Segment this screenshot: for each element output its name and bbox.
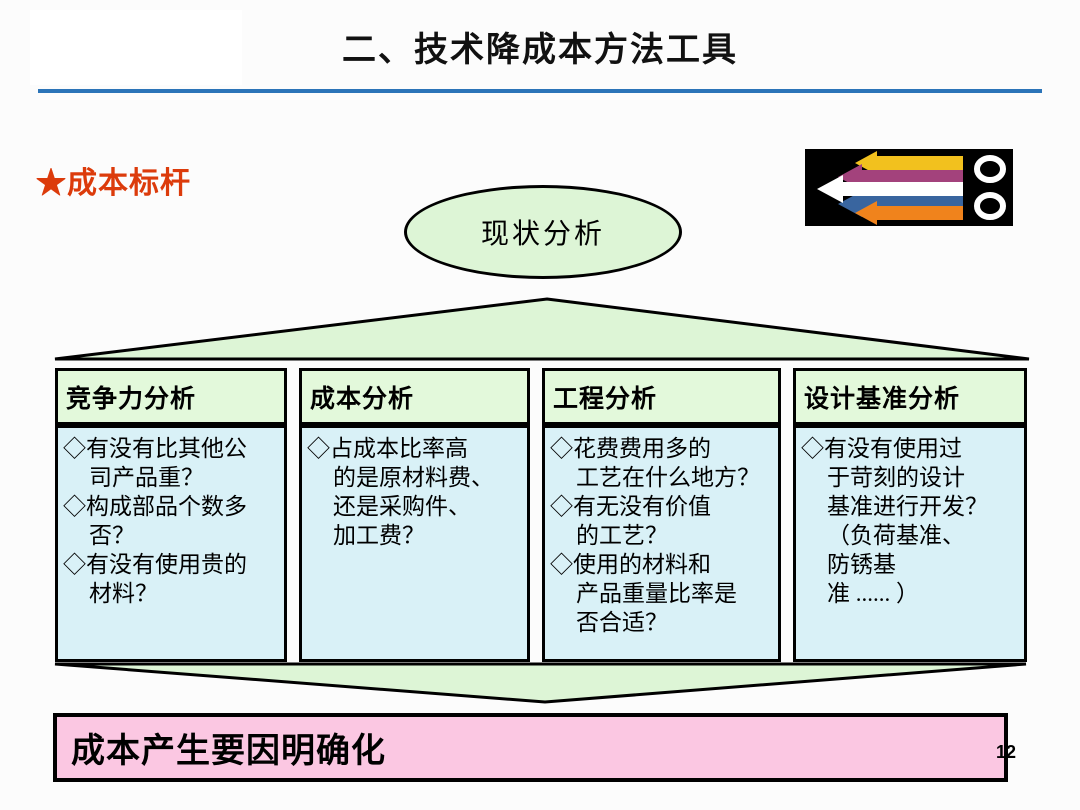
bullet-line-continuation: 基准进行开发？ [827, 494, 988, 519]
bullet-line-continuation: 的是原材料费、 [333, 465, 494, 490]
analysis-column: 设计基准分析 ◇有没有使用过于苛刻的设计基准进行开发？ （负荷基准、防锈基准 ...… [793, 368, 1027, 662]
ring-icon [974, 155, 1006, 183]
result-banner-label: 成本产生要因明确化 [71, 733, 386, 770]
result-banner: 成本产生要因明确化 [53, 713, 1008, 782]
bullet-line: ◇有无没有价值 [550, 494, 711, 519]
analysis-column-header: 工程分析 [542, 368, 781, 425]
slide-title: 二、技术降成本方法工具 [342, 31, 738, 69]
orange-arrow-icon [855, 201, 963, 225]
analysis-column-body: ◇花费费用多的工艺在什么地方？ ◇有无没有价值的工艺？ ◇使用的材料和产品重量比率是… [542, 425, 781, 662]
analysis-column-header: 竞争力分析 [55, 368, 287, 425]
bullet-line: ◇有没有使用过 [801, 436, 962, 461]
bullet-line-continuation: 的工艺？ [576, 523, 668, 548]
bullet-line-continuation: 否合适？ [576, 610, 668, 635]
bullet-line-continuation: 还是采购件、 [333, 494, 471, 519]
analysis-column-body: ◇有没有比其他公司产品重？ ◇构成部品个数多否？ ◇有没有使用贵的材料？ [55, 425, 287, 662]
logo-arrows-graphic [817, 151, 1006, 225]
analysis-column-header: 设计基准分析 [793, 368, 1027, 425]
converge-triangle-top [54, 297, 1030, 361]
bullet-line: ◇有没有比其他公 [63, 436, 247, 461]
analysis-column-body: ◇有没有使用过于苛刻的设计基准进行开发？ （负荷基准、防锈基准 ...... ） [793, 425, 1027, 662]
analysis-column-header: 成本分析 [299, 368, 530, 425]
bullet-line: ◇有没有使用贵的 [63, 552, 247, 577]
analysis-column-body: ◇占成本比率高的是原材料费、还是采购件、加工费？ [299, 425, 530, 662]
bullet-line: ◇构成部品个数多 [63, 494, 247, 519]
analysis-column: 成本分析◇占成本比率高的是原材料费、还是采购件、加工费？ [299, 368, 530, 662]
bullet-line-continuation: 否？ [89, 523, 135, 548]
converge-triangle-bottom [54, 662, 1027, 704]
bullet-line-continuation: 司产品重？ [89, 465, 204, 490]
analysis-column: 工程分析 ◇花费费用多的工艺在什么地方？ ◇有无没有价值的工艺？ ◇使用的材料和产品重… [542, 368, 781, 662]
left-arrows-logo-icon [805, 149, 1013, 226]
current-state-node: 现状分析 [404, 185, 682, 279]
bullet-line-continuation: 准 ...... ） [827, 581, 919, 606]
bullet-line-continuation: 于苛刻的设计 [827, 465, 965, 490]
analysis-columns: 竞争力分析 ◇有没有比其他公司产品重？ ◇构成部品个数多否？ ◇有没有使用贵的材料？ 成… [55, 368, 1027, 662]
current-state-label: 现状分析 [480, 219, 605, 250]
bullet-line-continuation: 产品重量比率是 [576, 581, 737, 606]
bullet-line-continuation: 工艺在什么地方？ [576, 465, 760, 490]
blue-arrow-icon [838, 191, 963, 217]
bullet-line-continuation: 材料？ [89, 581, 158, 606]
ring-icon [974, 192, 1006, 220]
white-arrow-icon [817, 175, 963, 203]
bullet-line-continuation: 加工费？ [333, 523, 425, 548]
title-placeholder-box [30, 10, 242, 85]
page-number: 12 [996, 742, 1017, 762]
bullet-line: ◇使用的材料和 [550, 552, 711, 577]
analysis-column: 竞争力分析 ◇有没有比其他公司产品重？ ◇构成部品个数多否？ ◇有没有使用贵的材料？ [55, 368, 287, 662]
section-label: ★成本标杆 [36, 167, 191, 200]
bullet-line: ◇占成本比率高 [307, 436, 468, 461]
title-underline [38, 89, 1042, 93]
bullet-line-continuation: 防锈基 [827, 552, 896, 577]
bullet-line-continuation: （负荷基准、 [827, 523, 965, 548]
yellow-arrow-icon [855, 151, 963, 175]
bullet-line: ◇花费费用多的 [550, 436, 711, 461]
